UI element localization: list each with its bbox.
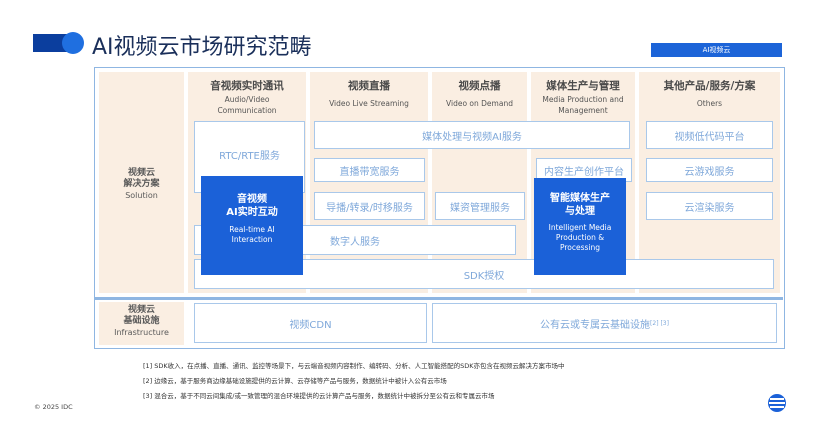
column-cell-vod: 视频点播 Video on Demand bbox=[432, 72, 527, 293]
column-cell-live: 视频直播 Video Live Streaming bbox=[310, 72, 428, 293]
cloud-game-box: 云游戏服务 bbox=[646, 158, 773, 182]
column-header-rtc-en-2: Communication bbox=[217, 106, 277, 115]
column-header-live: 视频直播 bbox=[348, 80, 390, 92]
footnote-3: [3] 混合云，基于不同云间集成/或一致管理的混合环境提供的云计算产品与服务，数… bbox=[143, 392, 495, 400]
realtime-ai-cn-1: 音视频 bbox=[237, 194, 267, 205]
intelligent-media-en-2: Production & bbox=[555, 233, 605, 242]
realtime-ai-interaction-block: 音视频 AI实时互动 Real-time AI Interaction bbox=[201, 176, 303, 275]
column-header-media-en-1: Media Production and bbox=[542, 95, 624, 104]
lowcode-platform-box: 视频低代码平台 bbox=[646, 121, 773, 149]
header-dot-decoration bbox=[62, 32, 84, 54]
intelligent-media-en-1: Intelligent Media bbox=[548, 223, 612, 232]
solution-row-cell: 视频云 解决方案 Solution bbox=[99, 72, 184, 293]
column-header-media: 媒体生产与管理 bbox=[546, 80, 620, 92]
column-header-vod: 视频点播 bbox=[458, 80, 501, 92]
category-tag: AI视频云 bbox=[651, 43, 782, 57]
footnote-1: [1] SDK收入，在点播、直播、通讯、监控等场景下，与云端音视频内容制作、编转… bbox=[143, 362, 565, 370]
public-cloud-footnote-ref: [2] [3] bbox=[650, 319, 669, 327]
column-header-rtc: 音视频实时通讯 bbox=[210, 80, 284, 92]
intelligent-media-cn-2: 与处理 bbox=[565, 206, 595, 217]
realtime-ai-en-2: Interaction bbox=[231, 235, 273, 244]
column-cell-others: 其他产品/服务/方案 Others bbox=[639, 72, 780, 293]
footnotes: [1] SDK收入，在点播、直播、通讯、监控等场景下，与云端音视频内容制作、编转… bbox=[143, 359, 565, 404]
realtime-ai-cn-2: AI实时互动 bbox=[226, 207, 278, 218]
intelligent-media-cn-1: 智能媒体生产 bbox=[550, 193, 610, 204]
diagram-frame: 视频云 解决方案 Solution 视频云 基础设施 Infrastructur… bbox=[94, 67, 785, 349]
video-cdn-box: 视频CDN bbox=[194, 303, 427, 343]
column-header-media-en-2: Management bbox=[558, 106, 608, 115]
column-header-others: 其他产品/服务/方案 bbox=[663, 80, 756, 92]
live-bandwidth-box: 直播带宽服务 bbox=[314, 158, 425, 182]
idc-logo-icon bbox=[768, 394, 786, 412]
column-header-vod-en: Video on Demand bbox=[446, 99, 513, 108]
public-cloud-label: 公有云或专属云基础设施 bbox=[540, 319, 651, 331]
media-asset-box: 媒资管理服务 bbox=[435, 192, 525, 220]
public-cloud-box: 公有云或专属云基础设施[2] [3] bbox=[432, 303, 777, 343]
row-divider bbox=[95, 297, 783, 300]
intelligent-media-block: 智能媒体生产 与处理 Intelligent Media Production … bbox=[534, 178, 626, 275]
intelligent-media-en-3: Processing bbox=[559, 243, 601, 252]
media-ai-service-box: 媒体处理与视频AI服务 bbox=[314, 121, 630, 149]
realtime-ai-en-1: Real-time AI bbox=[229, 225, 275, 234]
page-title: AI视频云市场研究范畴 bbox=[92, 35, 312, 60]
column-header-rtc-en-1: Audio/Video bbox=[224, 95, 270, 104]
cloud-render-box: 云渲染服务 bbox=[646, 192, 773, 220]
column-header-live-en: Video Live Streaming bbox=[329, 99, 409, 108]
column-header-others-en: Others bbox=[696, 99, 723, 108]
footnote-2: [2] 边缘云，基于服务商边缘基础设施提供的云计算、云存储等产品与服务，数据统计… bbox=[143, 377, 447, 385]
copyright: © 2025 IDC bbox=[34, 403, 73, 411]
transcode-service-box: 导播/转录/时移服务 bbox=[314, 192, 425, 220]
solution-row-label: 视频云 解决方案 Solution bbox=[123, 168, 160, 200]
infra-row-label: 视频云 基础设施 Infrastructure bbox=[114, 305, 169, 337]
infra-row-cell: 视频云 基础设施 Infrastructure bbox=[99, 302, 184, 345]
